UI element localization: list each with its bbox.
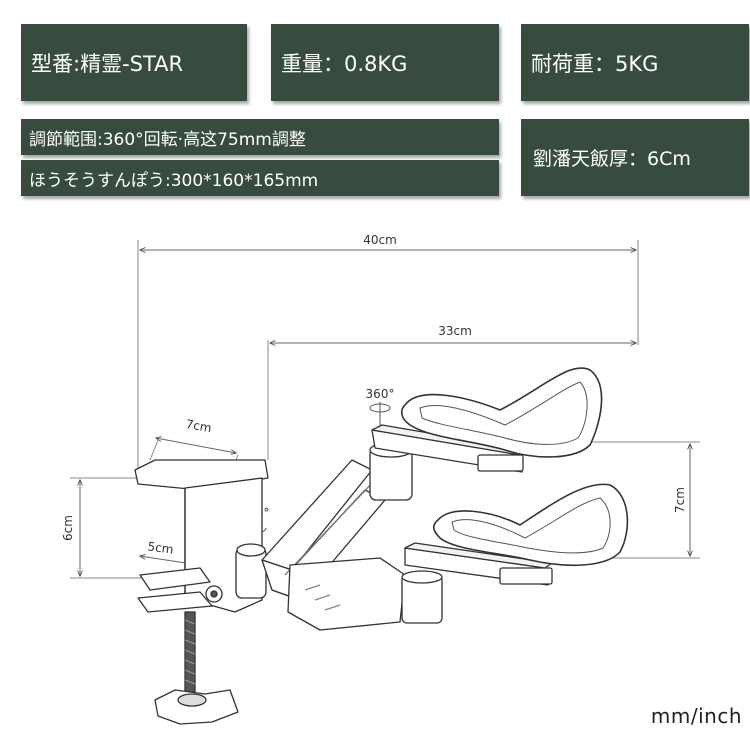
dimension-clamp-height: 6cm xyxy=(61,477,145,579)
dimension-arm-length: 33cm xyxy=(267,324,636,460)
clamp-opening-label: 5cm xyxy=(147,539,175,556)
lower-arm-bar xyxy=(404,542,553,586)
rotation-360-label: 360° xyxy=(366,387,395,401)
clamp-depth-label: 7cm xyxy=(185,417,213,435)
clamp-height-label: 6cm xyxy=(61,515,75,541)
spec-weight-text: 重量：0.8KG xyxy=(281,51,408,76)
rotation-360-marker: 360° xyxy=(366,387,395,430)
dimension-clamp-opening: 5cm xyxy=(140,539,192,564)
total-length-label: 40cm xyxy=(363,233,397,247)
spec-model-text: 型番:精霊-STAR xyxy=(31,51,184,76)
spec-adjust-text: 調節範围:360°回転·高这75mm調整 xyxy=(29,129,306,150)
spec-thickness-text: 劉潘天飯厚：6Cm xyxy=(533,148,691,170)
spec-packaging-box: ほうそうすんぽう:300*160*165mm xyxy=(21,160,499,196)
arm-joint-base xyxy=(235,543,267,599)
spec-weight-box: 重量：0.8KG xyxy=(271,24,499,101)
armrest-pad-lower xyxy=(432,483,629,567)
arm-length-label: 33cm xyxy=(438,324,472,338)
unit-note: mm/inch xyxy=(650,704,742,728)
spec-adjust-box: 調節範围:360°回転·高这75mm調整 xyxy=(21,119,499,155)
pad-height-label: 7cm xyxy=(673,487,687,513)
spec-packaging-text: ほうそうすんぽう:300*160*165mm xyxy=(29,170,319,191)
clamp-wing-knob xyxy=(154,689,239,725)
lower-mechanism xyxy=(287,557,443,631)
spec-model-box: 型番:精霊-STAR xyxy=(21,24,247,101)
upper-arm-bar xyxy=(371,424,529,473)
spec-load-text: 耐荷重：5KG xyxy=(531,51,659,76)
clamp-screw xyxy=(184,611,196,693)
product-diagram: 40cm 33cm 7cm 6cm 5cm 7cm 360° 180° xyxy=(61,233,700,725)
armrest-pad-upper xyxy=(400,367,603,458)
spec-load-box: 耐荷重：5KG xyxy=(521,24,749,101)
dimension-total-length: 40cm xyxy=(137,233,639,470)
spec-thickness-box: 劉潘天飯厚：6Cm xyxy=(521,119,749,196)
